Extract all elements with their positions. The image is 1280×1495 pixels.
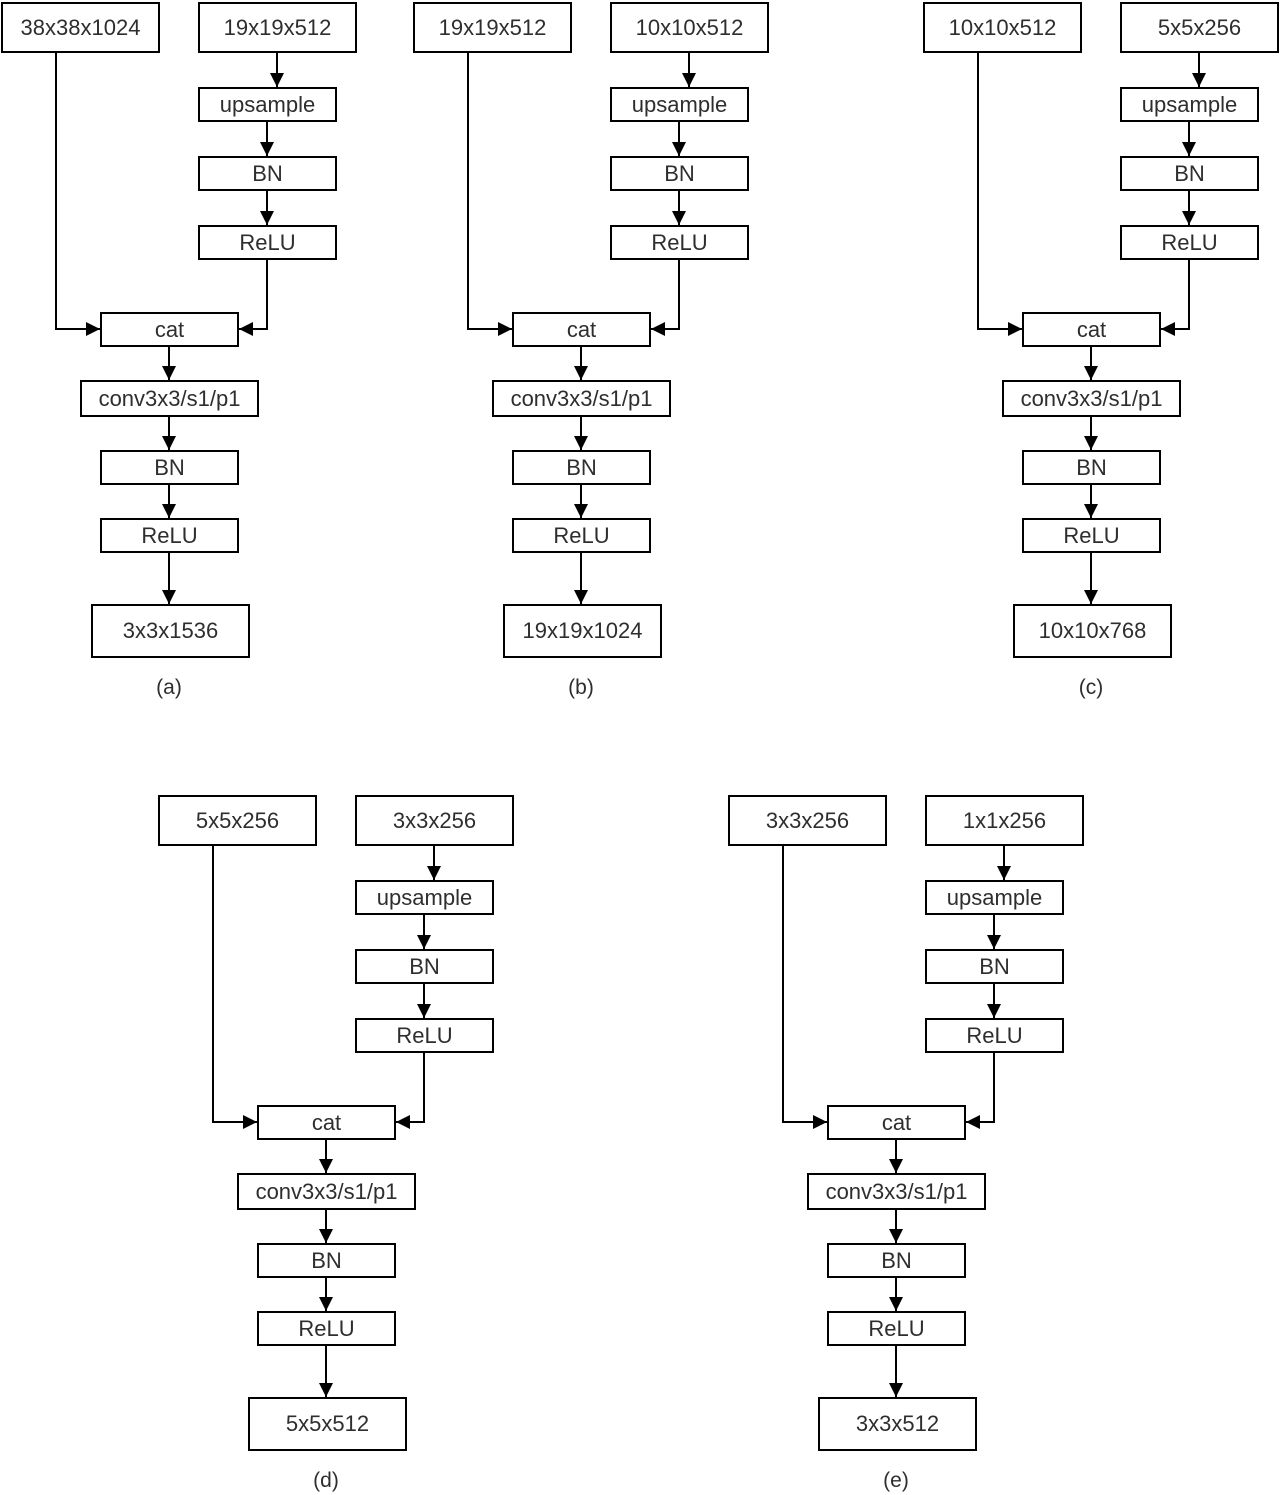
relu-box: ReLU	[1022, 518, 1161, 553]
bn-box: BN	[1022, 450, 1161, 485]
arrow-relu-to-cat	[966, 1053, 995, 1129]
module-d-connectors	[212, 846, 441, 1397]
arrow-relu-to-cat	[651, 260, 680, 336]
module-e-connectors	[782, 846, 1011, 1397]
arrow-left-input-to-cat	[55, 53, 100, 336]
output-box: 19x19x1024	[503, 604, 662, 658]
cat-box: cat	[100, 312, 239, 347]
bn-box: BN	[1120, 156, 1259, 191]
module-c: 10x10x512 5x5x256 upsample BN ReLU cat c…	[923, 2, 1279, 702]
bn-box: BN	[512, 450, 651, 485]
bn-box: BN	[827, 1243, 966, 1278]
bn-box: BN	[610, 156, 749, 191]
bn-box: BN	[198, 156, 337, 191]
relu-box: ReLU	[257, 1311, 396, 1346]
input-box-left: 5x5x256	[158, 795, 317, 846]
relu-box: ReLU	[925, 1018, 1064, 1053]
bn-box: BN	[355, 949, 494, 984]
conv-box: conv3x3/s1/p1	[492, 380, 671, 417]
module-a: 38x38x1024 19x19x512 upsample BN ReLU ca…	[1, 2, 357, 702]
module-caption: (d)	[313, 1469, 339, 1492]
relu-box: ReLU	[610, 225, 749, 260]
cat-box: cat	[1022, 312, 1161, 347]
input-box-right: 10x10x512	[610, 2, 769, 53]
module-b-connectors	[467, 53, 696, 604]
module-b: 19x19x512 10x10x512 upsample BN ReLU cat…	[413, 2, 769, 702]
arrow-left-input-to-cat	[467, 53, 512, 336]
conv-box: conv3x3/s1/p1	[80, 380, 259, 417]
arrow-relu-to-cat	[239, 260, 268, 336]
output-box: 5x5x512	[248, 1397, 407, 1451]
cat-box: cat	[257, 1105, 396, 1140]
input-box-right: 19x19x512	[198, 2, 357, 53]
input-box-left: 38x38x1024	[1, 2, 160, 53]
cat-box: cat	[827, 1105, 966, 1140]
relu-box: ReLU	[100, 518, 239, 553]
relu-box: ReLU	[355, 1018, 494, 1053]
bn-box: BN	[100, 450, 239, 485]
module-a-connectors	[55, 53, 284, 604]
module-caption: (a)	[156, 676, 182, 699]
arrow-left-input-to-cat	[977, 53, 1022, 336]
output-box: 3x3x512	[818, 1397, 977, 1451]
output-box: 10x10x768	[1013, 604, 1172, 658]
upsample-box: upsample	[925, 880, 1064, 915]
conv-box: conv3x3/s1/p1	[237, 1173, 416, 1210]
module-caption: (b)	[568, 676, 594, 699]
module-e: 3x3x256 1x1x256 upsample BN ReLU cat con…	[728, 795, 1084, 1495]
upsample-box: upsample	[355, 880, 494, 915]
upsample-box: upsample	[198, 87, 337, 122]
bn-box: BN	[925, 949, 1064, 984]
arrow-left-input-to-cat	[212, 846, 257, 1129]
conv-box: conv3x3/s1/p1	[1002, 380, 1181, 417]
arrow-relu-to-cat	[1161, 260, 1190, 336]
relu-box: ReLU	[1120, 225, 1259, 260]
module-d: 5x5x256 3x3x256 upsample BN ReLU cat con…	[158, 795, 514, 1495]
input-box-right: 5x5x256	[1120, 2, 1279, 53]
module-caption: (c)	[1078, 676, 1104, 699]
module-c-connectors	[977, 53, 1206, 604]
module-caption: (e)	[883, 1469, 909, 1492]
upsample-box: upsample	[1120, 87, 1259, 122]
input-box-left: 19x19x512	[413, 2, 572, 53]
cat-box: cat	[512, 312, 651, 347]
relu-box: ReLU	[512, 518, 651, 553]
arrow-left-input-to-cat	[782, 846, 827, 1129]
conv-box: conv3x3/s1/p1	[807, 1173, 986, 1210]
relu-box: ReLU	[198, 225, 337, 260]
input-box-right: 1x1x256	[925, 795, 1084, 846]
input-box-left: 3x3x256	[728, 795, 887, 846]
input-box-right: 3x3x256	[355, 795, 514, 846]
arrow-relu-to-cat	[396, 1053, 425, 1129]
output-box: 3x3x1536	[91, 604, 250, 658]
bn-box: BN	[257, 1243, 396, 1278]
input-box-left: 10x10x512	[923, 2, 1082, 53]
relu-box: ReLU	[827, 1311, 966, 1346]
upsample-box: upsample	[610, 87, 749, 122]
